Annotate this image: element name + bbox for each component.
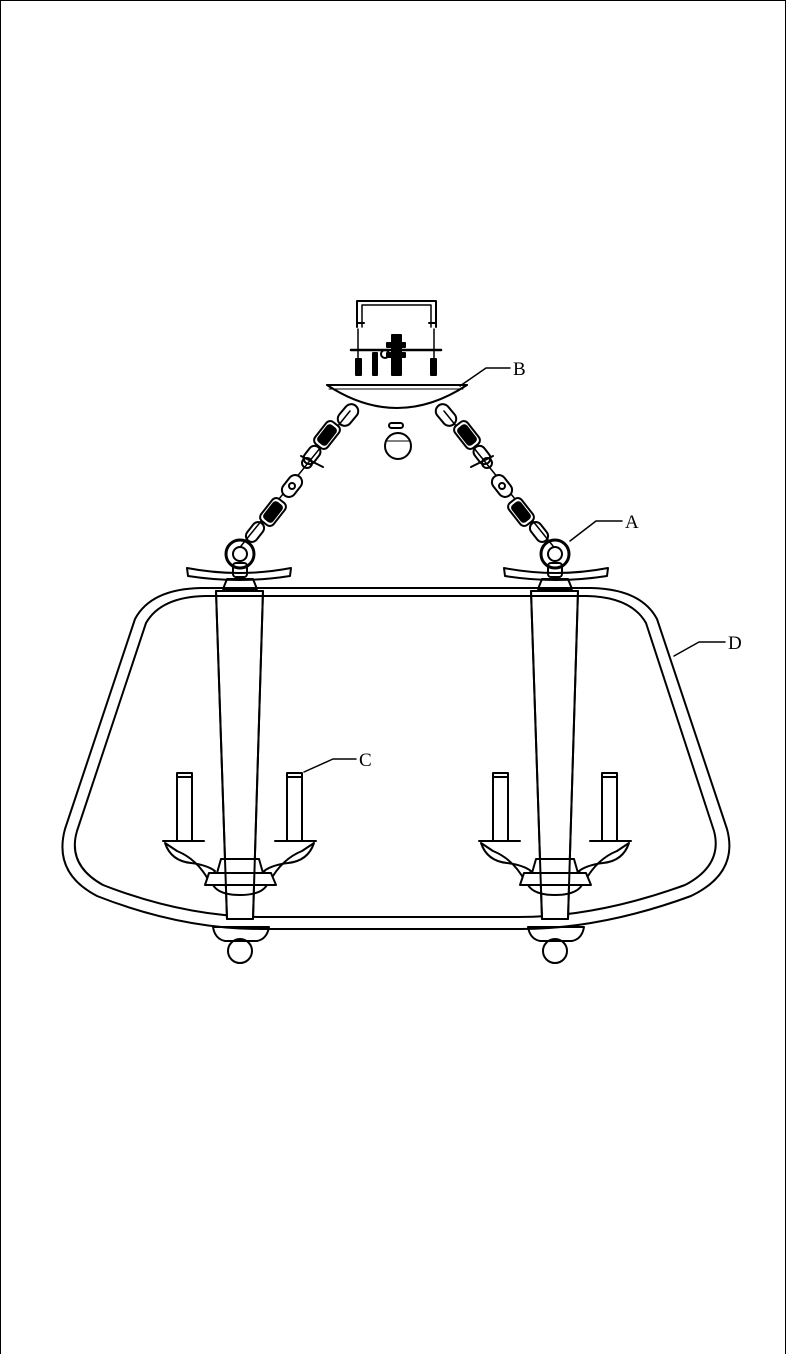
right-hook-arm (503, 538, 609, 590)
leader-line-d (673, 641, 726, 657)
left-chain (240, 403, 360, 547)
frame (61, 587, 731, 930)
right-candle-cluster (478, 772, 632, 896)
callout-c: C (359, 750, 372, 771)
leader-lines (303, 367, 726, 773)
leader-line-c (303, 758, 357, 773)
callout-a: A (625, 512, 639, 533)
callout-d: D (728, 633, 742, 654)
left-hook-arm (186, 538, 292, 590)
ceiling-bracket (349, 300, 443, 376)
leader-line-a (569, 520, 623, 542)
canopy (326, 384, 468, 460)
left-candle-cluster (162, 772, 317, 896)
right-chain (434, 403, 554, 547)
leader-line-b (459, 367, 511, 387)
callout-b: B (513, 359, 526, 380)
